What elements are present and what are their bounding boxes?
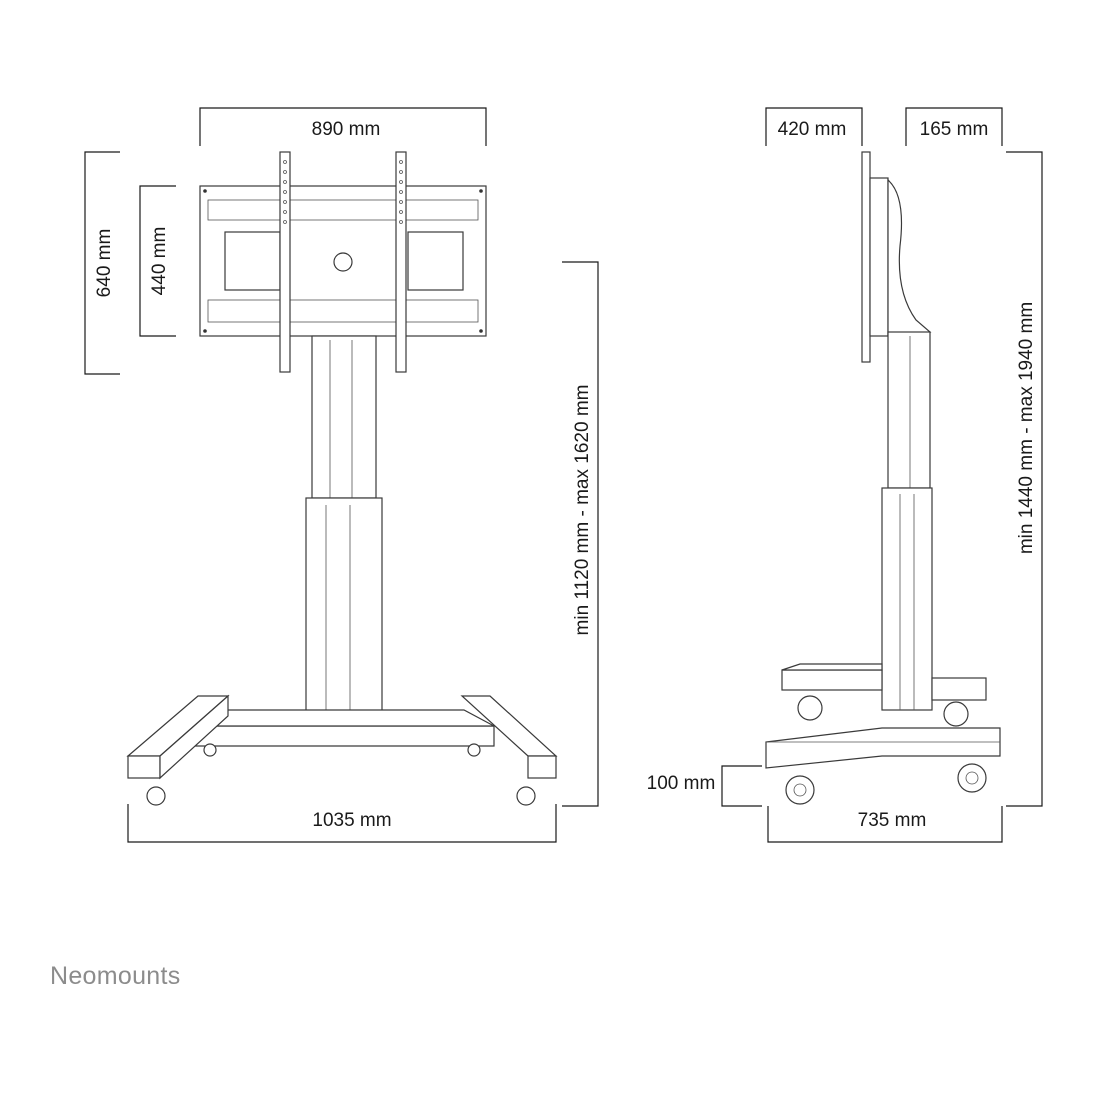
side-offset-top-label: 165 mm: [920, 119, 989, 140]
front-base-width-label: 1035 mm: [312, 810, 391, 831]
side-dim-lines: [721, 107, 1043, 843]
front-top-width-label: 890 mm: [312, 119, 381, 140]
front-total-height-label: 640 mm: [94, 229, 115, 298]
side-total-height-label: min 1440 mm - max 1940 mm: [1016, 302, 1037, 554]
front-column-height-label: min 1120 mm - max 1620 mm: [572, 385, 593, 636]
side-wheel-height-label: 100 mm: [647, 773, 716, 794]
front-dim-lines: [84, 107, 599, 843]
front-inner-height-label: 440 mm: [149, 227, 170, 296]
front-view: [126, 151, 558, 806]
side-depth-top-label: 420 mm: [778, 119, 847, 140]
brand-logo: Neomounts: [50, 962, 181, 990]
side-base-depth-label: 735 mm: [858, 810, 927, 831]
side-view: [765, 151, 1001, 805]
